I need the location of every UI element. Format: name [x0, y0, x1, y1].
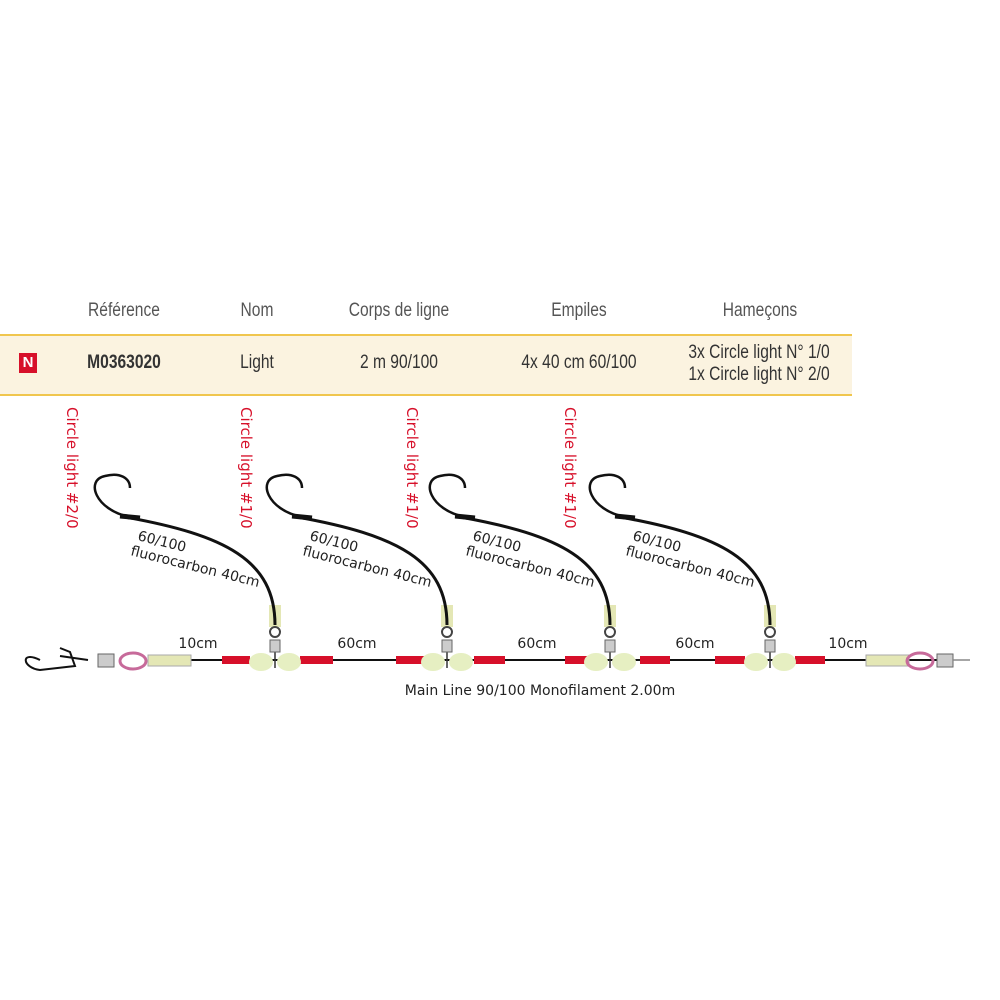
red-tube: [396, 656, 428, 664]
swivel: [441, 639, 453, 653]
hook-label: Circle light #1/0: [237, 407, 255, 529]
circle-hook-icon: [428, 473, 467, 519]
left-sleeve: [147, 654, 192, 667]
fluorocarbon-leader: [459, 515, 612, 626]
segment-length: 60cm: [337, 636, 376, 652]
header-reference: Référence: [88, 300, 160, 321]
snap-icon: [24, 647, 89, 672]
red-tube: [640, 656, 670, 664]
left-loop: [118, 651, 148, 671]
fluorocarbon-leader: [619, 515, 772, 626]
swivel: [269, 639, 281, 653]
right-swivel: [936, 653, 954, 668]
main-line-label: Main Line 90/100 Monofilament 2.00m: [405, 683, 675, 699]
bead: [744, 653, 768, 671]
leader-material: fluorocarbon 40cm: [624, 543, 756, 591]
hook-label: Circle light #1/0: [561, 407, 579, 529]
hook-label: Circle light #2/0: [63, 407, 81, 529]
cell-empiles: 4x 40 cm 60/100: [521, 352, 637, 373]
red-tube: [565, 656, 597, 664]
red-tube: [474, 656, 505, 664]
circle-hook-icon: [588, 473, 627, 519]
segment-length: 10cm: [178, 636, 217, 652]
red-tube: [222, 656, 250, 664]
swivel: [604, 639, 616, 653]
right-loop: [905, 651, 935, 671]
bead: [421, 653, 445, 671]
leader-material: fluorocarbon 40cm: [301, 543, 433, 591]
circle-hook-icon: [93, 473, 132, 519]
swivel: [764, 639, 776, 653]
segment-length: 10cm: [828, 636, 867, 652]
cell-corps: 2 m 90/100: [360, 352, 438, 373]
cell-hamecons-1: 3x Circle light N° 1/0: [688, 342, 830, 363]
header-hamecons: Hameçons: [722, 300, 798, 321]
circle-hook-icon: [265, 473, 304, 519]
hook-label: Circle light #1/0: [403, 407, 421, 529]
red-tube: [715, 656, 745, 664]
segment-length: 60cm: [517, 636, 556, 652]
header-nom: Nom: [240, 300, 274, 321]
right-sleeve: [865, 654, 910, 667]
product-row: [0, 334, 852, 396]
bead: [249, 653, 273, 671]
fluorocarbon-leader: [296, 515, 449, 626]
bead: [584, 653, 608, 671]
red-tube: [300, 656, 333, 664]
header-empiles: Empiles: [551, 300, 607, 321]
bead: [449, 653, 473, 671]
red-tube: [795, 656, 825, 664]
new-badge: N: [19, 353, 37, 373]
header-corps: Corps de ligne: [348, 300, 450, 321]
leader-material: fluorocarbon 40cm: [464, 543, 596, 591]
left-swivel: [97, 653, 115, 668]
bead: [612, 653, 636, 671]
cell-nom: Light: [240, 352, 274, 373]
cell-reference: M0363020: [87, 352, 161, 373]
fluorocarbon-leader: [124, 515, 277, 626]
leader-material: fluorocarbon 40cm: [129, 543, 261, 591]
segment-length: 60cm: [675, 636, 714, 652]
cell-hamecons-2: 1x Circle light N° 2/0: [688, 364, 830, 385]
bead: [772, 653, 796, 671]
bead: [277, 653, 301, 671]
